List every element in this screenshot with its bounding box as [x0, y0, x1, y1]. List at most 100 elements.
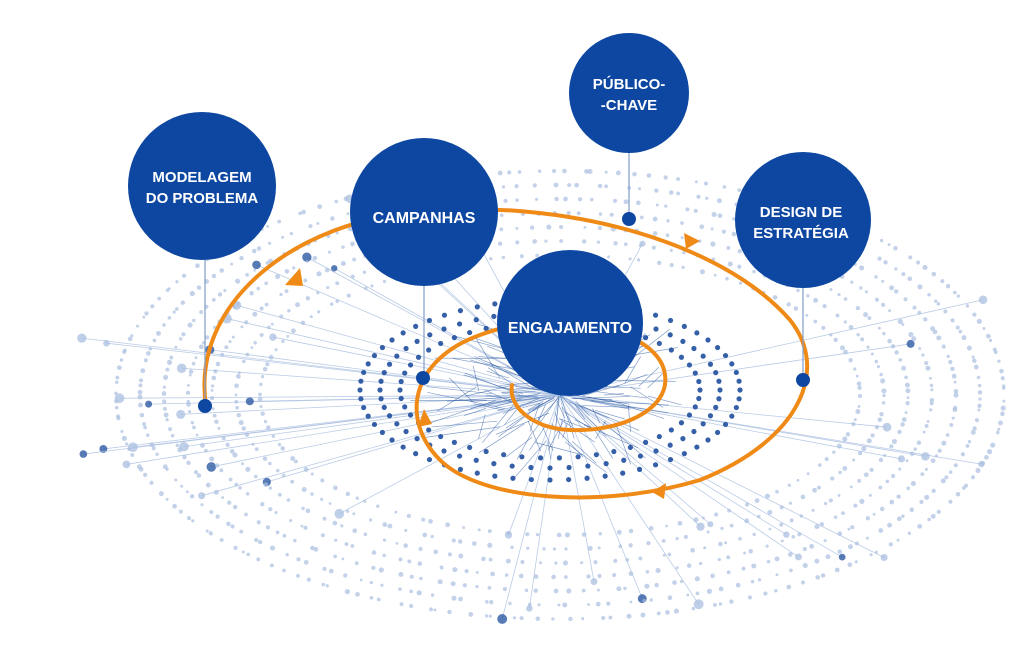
network-ring-dot — [621, 457, 627, 463]
network-ring-dot — [908, 332, 914, 338]
network-edge — [630, 386, 664, 408]
network-edge — [81, 337, 561, 396]
network-ring-dot — [743, 551, 746, 555]
network-ring-dot — [346, 293, 351, 298]
network-ring-dot — [667, 552, 672, 557]
network-ring-dot — [766, 559, 771, 564]
network-edge — [505, 436, 533, 458]
network-ring-dot — [174, 345, 178, 349]
network-ring-dot — [953, 463, 958, 468]
network-ring-dot — [518, 573, 524, 579]
network-ring-dot — [843, 320, 847, 324]
network-ring-dot — [557, 603, 561, 607]
network-ring-dot — [901, 272, 906, 277]
network-ring-dot — [484, 599, 489, 604]
network-ring-dot — [857, 385, 862, 390]
network-ring-dot — [747, 595, 752, 600]
network-ring-dot — [718, 602, 723, 606]
network-ring-dot — [857, 393, 863, 398]
network-ring-dot — [926, 419, 930, 423]
network-edge — [464, 407, 487, 416]
network-ring-dot — [257, 396, 263, 402]
network-ring-dot — [501, 255, 506, 260]
network-outer-node — [880, 553, 888, 562]
network-outer-node — [783, 531, 790, 538]
network-ring-dot — [508, 601, 512, 606]
network-ring-dot — [145, 433, 150, 437]
network-ring-dot — [950, 366, 955, 372]
network-ring-dot — [289, 231, 293, 236]
network-edge — [559, 394, 888, 428]
network-outer-node — [176, 409, 186, 419]
network-ring-dot — [430, 534, 434, 539]
network-ring-dot — [651, 245, 656, 250]
network-ring-dot — [452, 567, 458, 573]
network-ring-dot — [881, 302, 886, 307]
network-ring-dot — [878, 485, 883, 490]
network-ring-dot — [475, 585, 479, 589]
network-ring-dot — [378, 567, 384, 573]
network-ring-dot — [552, 547, 557, 551]
network-ring-dot — [718, 541, 723, 547]
network-ring-dot — [535, 532, 540, 537]
network-ring-dot — [533, 588, 538, 593]
network-ring-dot — [823, 539, 827, 543]
network-ring-dot — [492, 301, 498, 307]
network-ring-dot — [732, 217, 736, 221]
network-ring-dot — [426, 347, 432, 353]
network-ring-dot — [965, 304, 970, 308]
network-ring-dot — [244, 512, 248, 517]
network-ring-dot — [834, 567, 840, 573]
network-ring-dot — [681, 323, 687, 329]
network-ring-dot — [752, 269, 756, 274]
network-ring-dot — [898, 357, 903, 362]
network-ring-dot — [1002, 386, 1006, 390]
network-ring-dot — [829, 288, 833, 292]
network-ring-dot — [306, 577, 311, 582]
network-ring-dot — [365, 413, 371, 419]
network-ring-dot — [457, 308, 464, 314]
network-ring-dot — [835, 313, 840, 318]
network-ring-dot — [528, 476, 534, 483]
network-ring-dot — [489, 257, 493, 261]
network-ring-dot — [682, 250, 686, 255]
network-ring-dot — [305, 260, 309, 263]
network-ring-dot — [604, 170, 608, 174]
network-ring-dot — [381, 370, 387, 376]
network-ring-dot — [345, 509, 350, 513]
network-ring-dot — [654, 582, 659, 588]
network-ring-dot — [537, 603, 541, 607]
network-ring-dot — [562, 560, 568, 566]
network-ring-dot — [699, 561, 703, 566]
network-ring-dot — [691, 428, 697, 435]
network-ring-dot — [757, 578, 762, 582]
network-ring-dot — [839, 345, 846, 351]
network-ring-dot — [340, 524, 344, 528]
network-ring-dot — [245, 352, 250, 357]
network-ring-dot — [736, 378, 742, 384]
network-ring-dot — [576, 211, 581, 216]
network-ring-dot — [847, 527, 851, 531]
network-ring-dot — [344, 542, 349, 546]
network-ring-dot — [426, 427, 432, 433]
network-ring-dot — [210, 388, 214, 392]
network-ring-dot — [694, 444, 700, 450]
network-ring-dot — [626, 613, 632, 619]
arrow-icon — [652, 483, 666, 499]
network-ring-dot — [398, 571, 404, 577]
network-ring-dot — [185, 390, 191, 395]
network-ring-dot — [678, 354, 685, 360]
network-ring-dot — [949, 422, 954, 427]
network-ring-dot — [232, 504, 238, 510]
network-ring-dot — [510, 475, 516, 481]
network-ring-dot — [437, 579, 443, 585]
network-ring-dot — [686, 563, 692, 568]
network-ring-dot — [378, 378, 384, 384]
network-ring-dot — [955, 325, 960, 330]
network-ring-dot — [553, 182, 559, 188]
network-ring-dot — [1000, 405, 1006, 411]
network-ring-dot — [198, 344, 204, 350]
network-ring-dot — [333, 554, 337, 559]
network-edge — [211, 394, 561, 468]
network-ring-dot — [752, 532, 756, 537]
